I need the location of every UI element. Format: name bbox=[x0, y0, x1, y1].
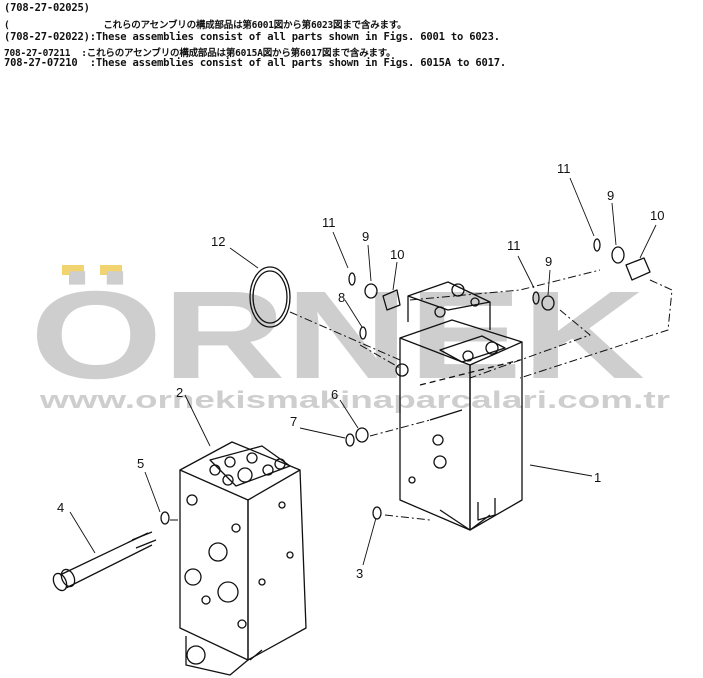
callout-9a: 9 bbox=[362, 229, 369, 244]
valve-body-right bbox=[395, 281, 523, 531]
oring-3 bbox=[372, 506, 382, 520]
header-line-2: ( これらのアセンブリの構成部品は第6001図から第6023図まで含みます。 bbox=[4, 20, 407, 31]
watermark-url: www.ornekismakinaparcalari.com.tr bbox=[38, 387, 670, 414]
callout-12: 12 bbox=[211, 234, 225, 249]
oring-11c bbox=[593, 238, 601, 252]
watermark-dot-left bbox=[62, 265, 84, 275]
ring-9b bbox=[541, 295, 555, 311]
callout-8: 8 bbox=[338, 290, 345, 305]
oring-8 bbox=[359, 326, 367, 340]
header-line-4: 708-27-07211 :これらのアセンブリの構成部品は第6015A図から第6… bbox=[4, 48, 396, 59]
watermark-brand: ÖRNEK bbox=[30, 266, 645, 405]
callout-2: 2 bbox=[176, 385, 183, 400]
callout-3: 3 bbox=[356, 566, 363, 581]
callout-11c: 11 bbox=[557, 161, 571, 176]
bolt bbox=[52, 531, 157, 592]
header-line-3: (708-27-02022):These assemblies consist … bbox=[4, 31, 500, 43]
header-line-5: 708-27-07210 :These assemblies consist o… bbox=[4, 57, 506, 69]
callout-11b: 11 bbox=[507, 238, 521, 253]
callout-10b: 10 bbox=[650, 208, 664, 223]
callout-5: 5 bbox=[137, 456, 144, 471]
oring-11a bbox=[348, 272, 356, 286]
callout-1: 1 bbox=[594, 470, 601, 485]
oring-11b bbox=[532, 291, 540, 305]
callout-9c: 9 bbox=[607, 188, 614, 203]
watermark-dot-right bbox=[100, 265, 122, 275]
watermark: ÖRNEK www.ornekismakinaparcalari.com.tr bbox=[30, 265, 670, 414]
oring-5 bbox=[160, 511, 170, 525]
callout-10a: 10 bbox=[390, 247, 404, 262]
callout-6: 6 bbox=[331, 387, 338, 402]
ring-9a bbox=[364, 283, 378, 299]
cap-10b bbox=[625, 257, 651, 281]
cap-10a bbox=[382, 289, 401, 311]
valve-body-left bbox=[179, 441, 307, 676]
oring-7 bbox=[345, 433, 355, 447]
callout-7: 7 bbox=[290, 414, 297, 429]
callout-11a: 11 bbox=[322, 215, 336, 230]
callout-9b: 9 bbox=[545, 254, 552, 269]
ring-9c bbox=[611, 246, 625, 264]
header-line-1: (708-27-02025) bbox=[4, 2, 90, 14]
callout-4: 4 bbox=[57, 500, 64, 515]
oring-12 bbox=[249, 266, 291, 328]
ring-6 bbox=[355, 427, 369, 443]
